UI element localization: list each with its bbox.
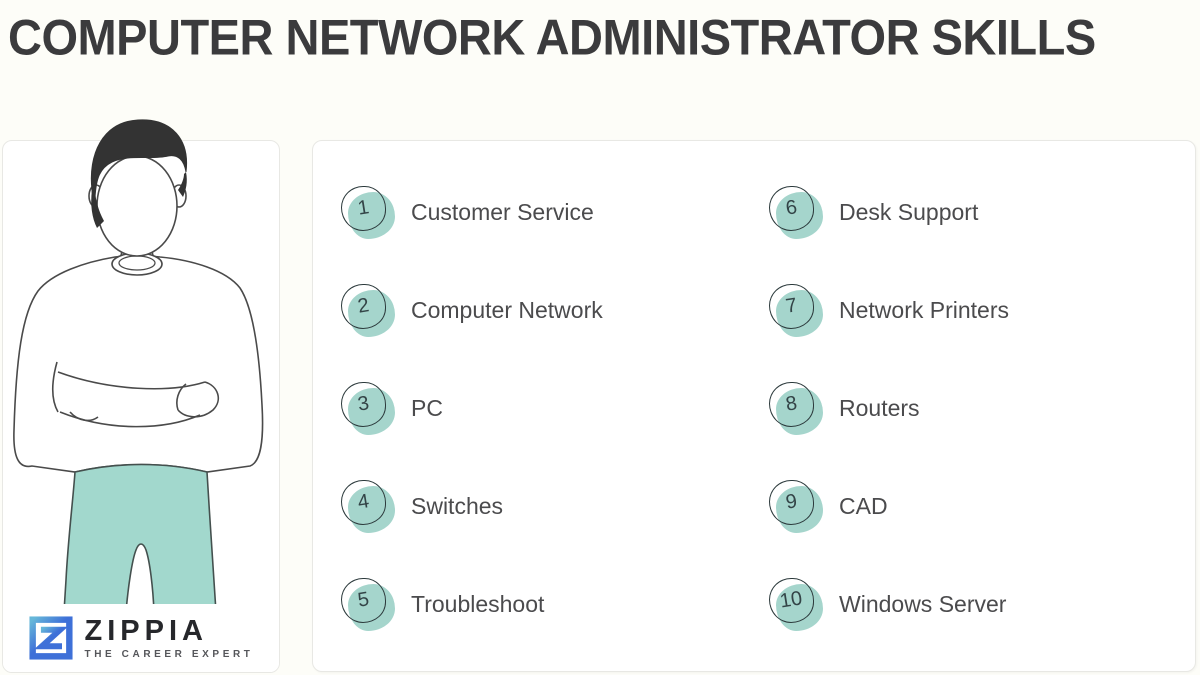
skill-item: 8 Routers xyxy=(769,359,1009,457)
skill-number: 1 xyxy=(356,196,371,220)
skill-label: Network Printers xyxy=(839,296,1009,323)
skills-column-right: 6 Desk Support 7 Network Printers 8 Rout… xyxy=(769,163,1009,653)
skill-label: Desk Support xyxy=(839,198,979,225)
badge-circle: 9 xyxy=(769,480,814,525)
skill-item: 3 PC xyxy=(341,359,603,457)
badge-circle: 5 xyxy=(341,578,386,623)
skill-number-badge: 2 xyxy=(341,283,395,337)
logo-tagline: THE CAREER EXPERT xyxy=(84,648,254,660)
skill-number: 5 xyxy=(356,588,371,612)
illustration-card xyxy=(2,140,280,673)
skill-number-badge: 3 xyxy=(341,381,395,435)
skill-number: 2 xyxy=(356,294,371,318)
skill-number-badge: 9 xyxy=(769,479,823,533)
skill-item: 4 Switches xyxy=(341,457,603,555)
zippia-z-icon xyxy=(28,616,73,660)
skill-label: Routers xyxy=(839,394,920,421)
skill-number: 9 xyxy=(784,490,799,514)
skill-item: 10 Windows Server xyxy=(769,555,1009,653)
badge-circle: 6 xyxy=(769,186,814,231)
skill-label: CAD xyxy=(839,492,888,519)
skill-item: 1 Customer Service xyxy=(341,163,603,261)
skill-number-badge: 5 xyxy=(341,577,395,631)
skill-number-badge: 4 xyxy=(341,479,395,533)
skill-number-badge: 8 xyxy=(769,381,823,435)
skill-number: 4 xyxy=(356,490,371,514)
page-title: COMPUTER NETWORK ADMINISTRATOR SKILLS xyxy=(8,9,1096,66)
skill-label: Computer Network xyxy=(411,296,603,323)
skill-item: 6 Desk Support xyxy=(769,163,1009,261)
skill-number-badge: 1 xyxy=(341,185,395,239)
skill-number: 6 xyxy=(784,196,799,220)
skill-number-badge: 6 xyxy=(769,185,823,239)
skills-column-left: 1 Customer Service 2 Computer Network 3 … xyxy=(341,163,603,653)
badge-circle: 1 xyxy=(341,186,386,231)
skill-label: Troubleshoot xyxy=(411,590,545,617)
skill-label: Customer Service xyxy=(411,198,594,225)
skill-number: 3 xyxy=(356,392,371,416)
skill-number: 8 xyxy=(784,392,799,416)
badge-circle: 4 xyxy=(341,480,386,525)
badge-circle: 2 xyxy=(341,284,386,329)
skill-number: 7 xyxy=(784,294,799,318)
logo-text: ZIPPIA THE CAREER EXPERT xyxy=(84,615,254,660)
skill-label: Windows Server xyxy=(839,590,1007,617)
badge-circle: 8 xyxy=(769,382,814,427)
badge-circle: 7 xyxy=(769,284,814,329)
badge-circle: 3 xyxy=(341,382,386,427)
skill-label: PC xyxy=(411,394,443,421)
skills-card: 1 Customer Service 2 Computer Network 3 … xyxy=(312,140,1196,672)
skill-label: Switches xyxy=(411,492,504,519)
badge-circle: 10 xyxy=(769,578,814,623)
skill-number-badge: 7 xyxy=(769,283,823,337)
skill-item: 9 CAD xyxy=(769,457,1009,555)
skill-item: 2 Computer Network xyxy=(341,261,603,359)
skill-number-badge: 10 xyxy=(769,577,823,631)
logo-brand: ZIPPIA xyxy=(84,615,208,648)
skill-item: 7 Network Printers xyxy=(769,261,1009,359)
skill-item: 5 Troubleshoot xyxy=(341,555,603,653)
zippia-logo: ZIPPIA THE CAREER EXPERT xyxy=(3,604,279,672)
skill-number: 10 xyxy=(778,587,805,613)
